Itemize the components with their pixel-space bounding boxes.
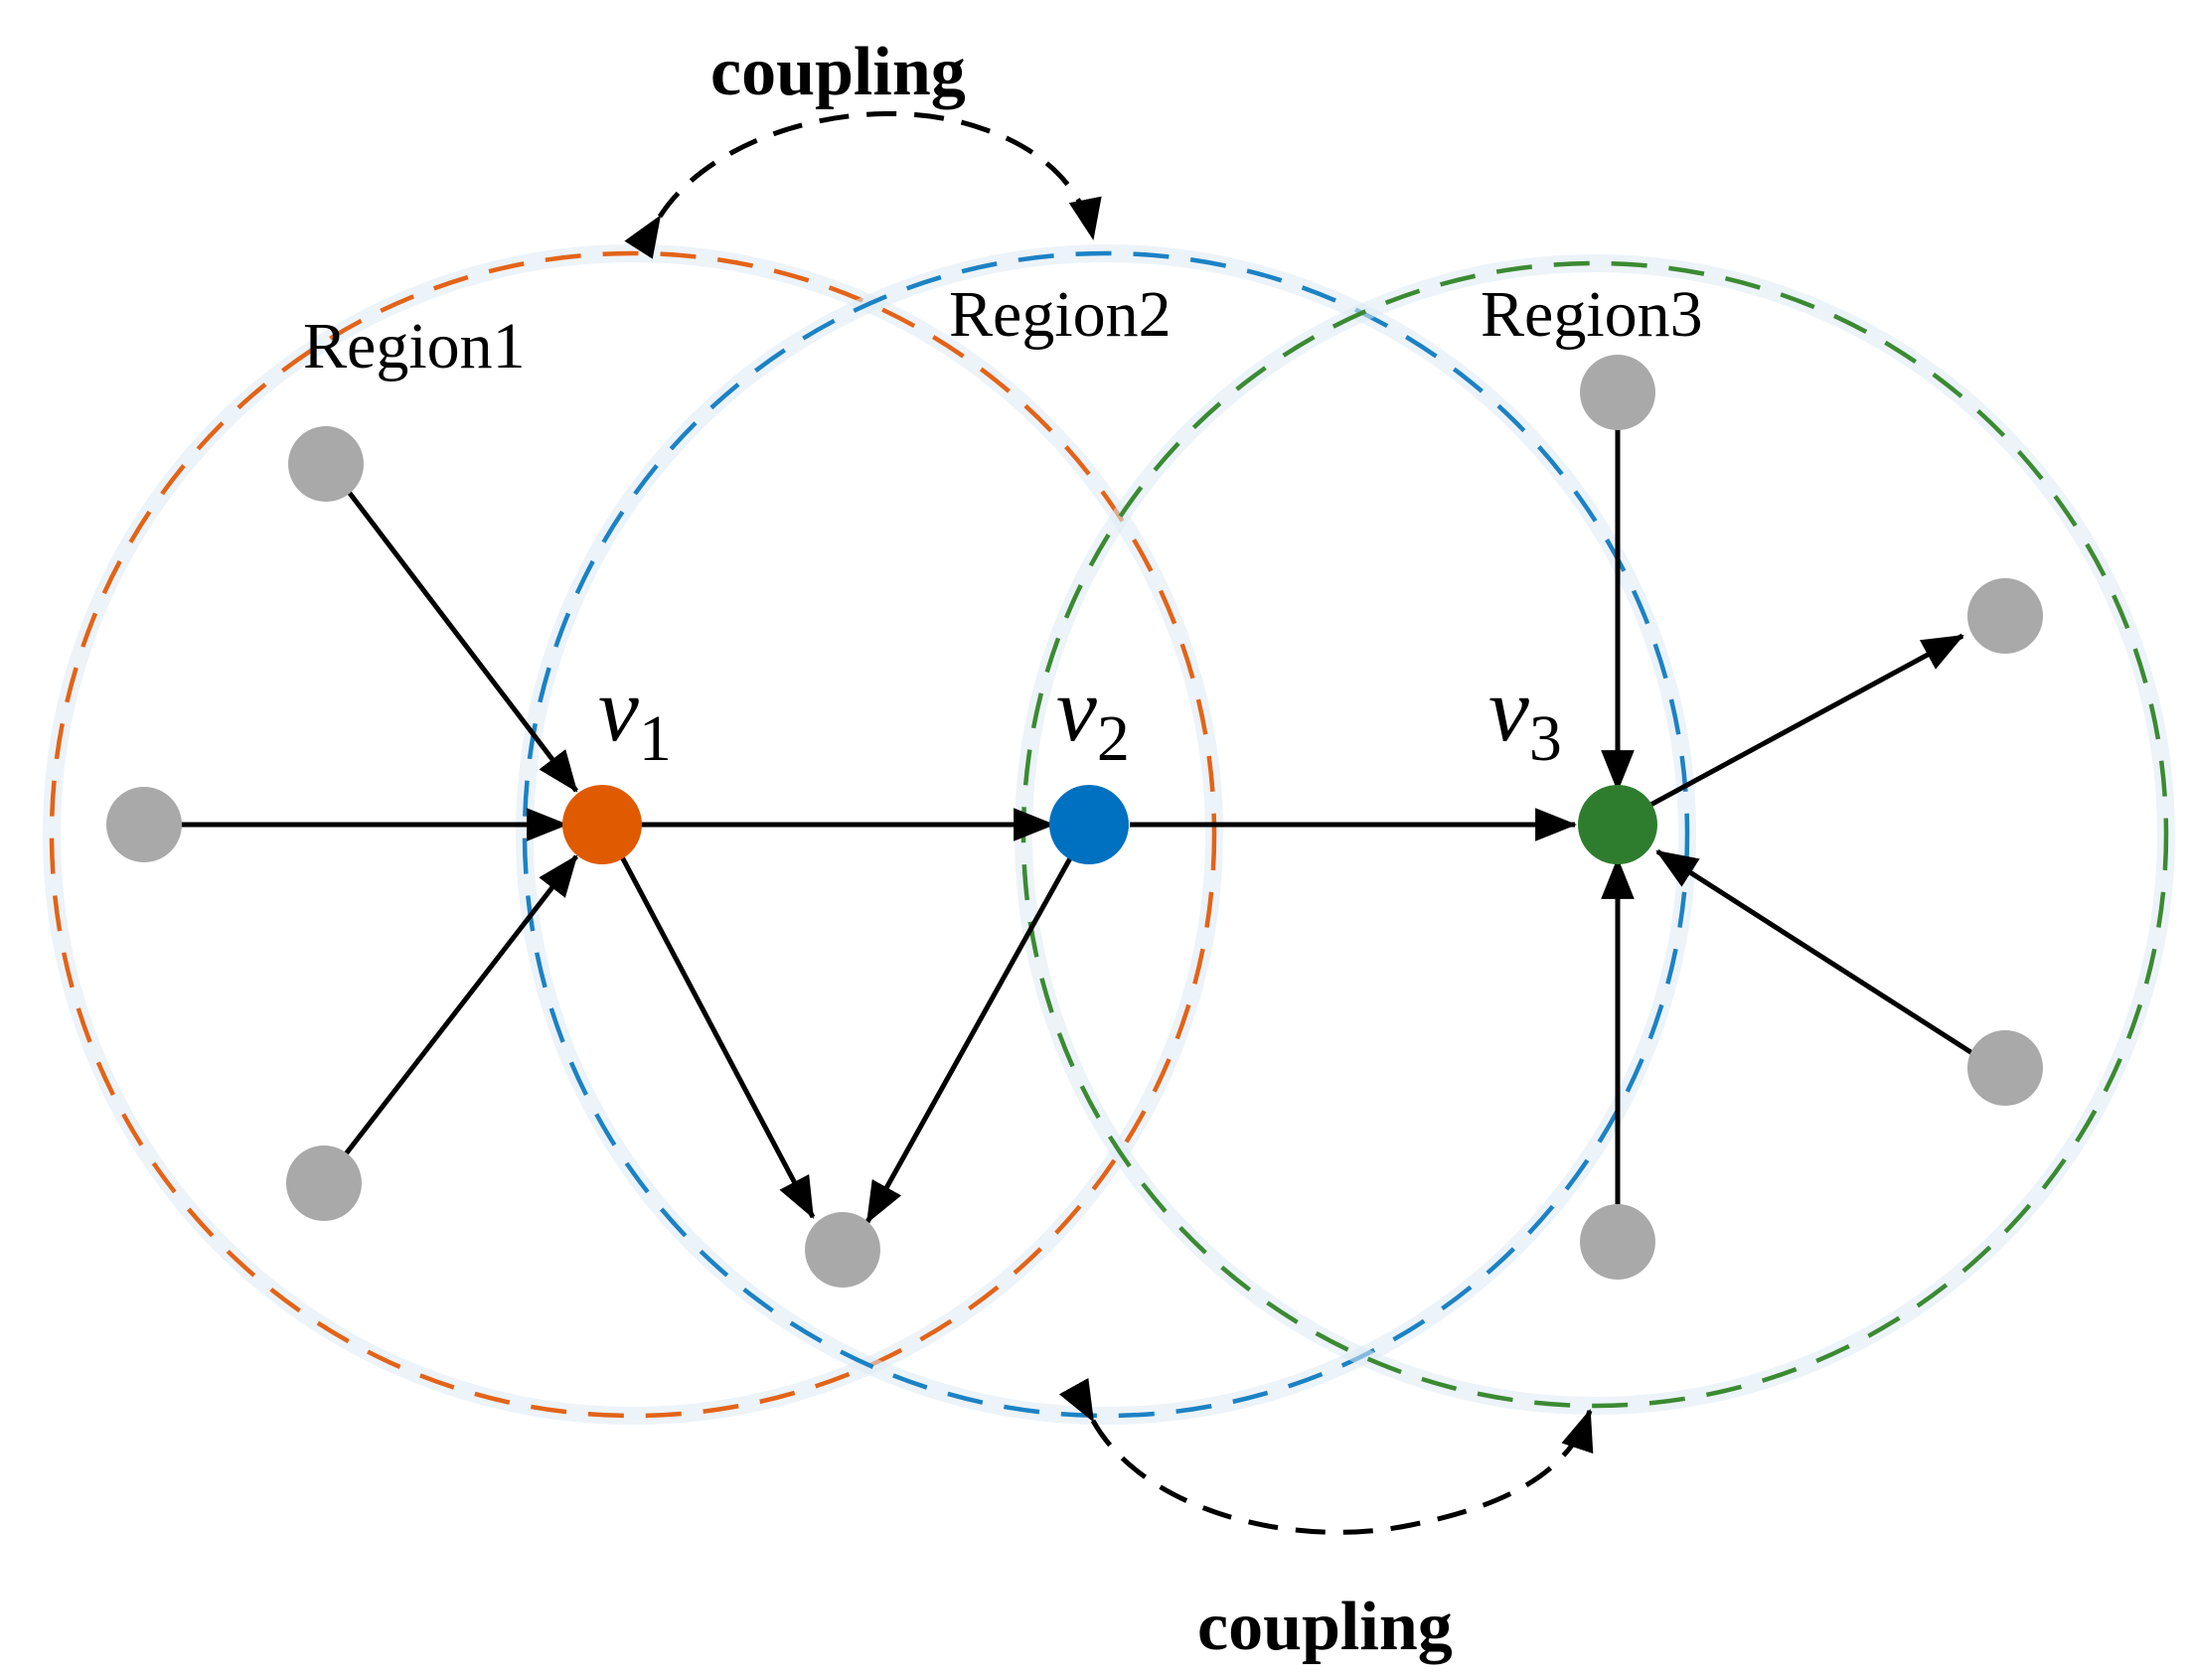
node-v3 (1578, 785, 1657, 864)
region-3-label: Region3 (1481, 278, 1703, 351)
edge-v1-n4 (615, 847, 816, 1219)
coupling-label-top: coupling (710, 34, 966, 110)
coupling-arrow-top (624, 111, 1102, 259)
region-1-label: Region1 (303, 310, 526, 382)
neighbor-node (286, 1145, 362, 1221)
node-v1 (562, 785, 642, 864)
edge-n7-v3 (1655, 848, 1977, 1058)
neighbor-node (1967, 578, 2043, 654)
node-v2-label: v2 (1056, 659, 1130, 775)
neighbor-node (805, 1212, 880, 1288)
region-2-label: Region2 (949, 278, 1172, 351)
edge-v2-n4 (864, 847, 1078, 1224)
edges (144, 415, 1977, 1224)
coupling-label-bottom: coupling (1197, 1589, 1453, 1665)
edge-n3-v1 (322, 854, 578, 1184)
neighbor-node (1967, 1030, 2043, 1106)
node-v2 (1049, 785, 1129, 864)
node-v3-label: v3 (1488, 659, 1562, 775)
node-v1-label: v1 (598, 659, 672, 775)
edge-n1-v1 (324, 460, 578, 793)
neighbor-node (106, 787, 182, 862)
neighbor-node (1580, 1204, 1655, 1280)
neighbor-node (288, 426, 364, 502)
neighbor-node (1580, 355, 1655, 430)
neighbor-nodes (106, 355, 2043, 1288)
edge-v3-n6 (1640, 633, 1964, 813)
coupling-arrow-bottom (1058, 1377, 1594, 1535)
